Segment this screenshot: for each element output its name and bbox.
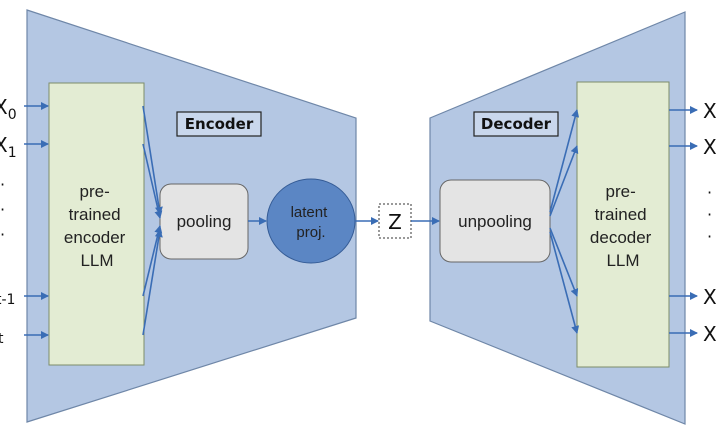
decoder-llm-box	[576, 81, 670, 368]
output-dot-3: ·	[707, 227, 712, 246]
decoder-title-box	[473, 111, 559, 137]
output-label-t-1: X	[703, 285, 717, 309]
encoder-title: Encoder	[185, 115, 254, 133]
output-dot-1: ·	[707, 183, 712, 202]
encoder-llm-line-4: LLM	[80, 251, 113, 270]
fan-in-arrow-t-1	[142, 225, 163, 297]
decoder-title: Decoder	[481, 115, 552, 133]
latent-proj-label: latent proj.	[291, 204, 332, 241]
input-dot-2: ·	[0, 200, 5, 219]
fan-out-arrow-0	[549, 109, 580, 213]
output-label-1: X	[703, 135, 717, 159]
decoder-llm-line-3: decoder	[590, 228, 652, 247]
latent-proj-line-2: proj.	[296, 224, 325, 241]
input-label-1-main: X	[0, 133, 8, 157]
input-label-t: t	[0, 331, 4, 347]
encoder-title-box	[176, 111, 262, 137]
decoder-fan-out-arrows	[549, 109, 580, 334]
unpooling-label: unpooling	[458, 212, 532, 231]
fan-in-arrow-t	[142, 229, 163, 336]
decoder-llm-label: pre- trained decoder LLM	[590, 182, 656, 270]
input-dot-1: ·	[0, 175, 5, 194]
output-label-0: X	[703, 99, 717, 123]
output-dot-2: ·	[707, 205, 712, 224]
pooling-label: pooling	[177, 212, 232, 231]
input-label-1-sub: 1	[8, 145, 17, 161]
output-label-t: X	[703, 322, 717, 346]
fan-out-arrow-1	[549, 145, 579, 217]
encoder-llm-label: pre- trained encoder LLM	[64, 182, 130, 270]
encoder-llm-line-3: encoder	[64, 228, 126, 247]
fan-out-arrow-t	[549, 231, 580, 334]
latent-proj-circle	[266, 178, 356, 264]
input-label-1: X1	[0, 133, 17, 161]
decoder-llm-line-1: pre-	[606, 182, 636, 201]
fan-in-arrow-1	[142, 143, 163, 219]
encoder-llm-line-2: trained	[69, 205, 121, 224]
encoder-llm-line-1: pre-	[80, 182, 110, 201]
unpooling-box	[439, 179, 551, 263]
fan-out-arrow-t-1	[549, 227, 579, 297]
latent-z-label: Z	[388, 210, 402, 234]
input-label-0-sub: 0	[8, 107, 17, 123]
input-label-0: X0	[0, 95, 17, 123]
decoder-llm-line-2: trained	[595, 205, 647, 224]
input-label-t-1: t-1	[0, 292, 15, 308]
encoder-llm-box	[48, 82, 145, 366]
latent-proj-line-1: latent	[291, 204, 329, 221]
fan-in-arrow-0	[142, 105, 163, 215]
input-label-0-main: X	[0, 95, 8, 119]
encoder-fan-in-arrows	[142, 105, 163, 336]
input-dot-3: ·	[0, 225, 5, 244]
decoder-llm-line-4: LLM	[606, 251, 639, 270]
